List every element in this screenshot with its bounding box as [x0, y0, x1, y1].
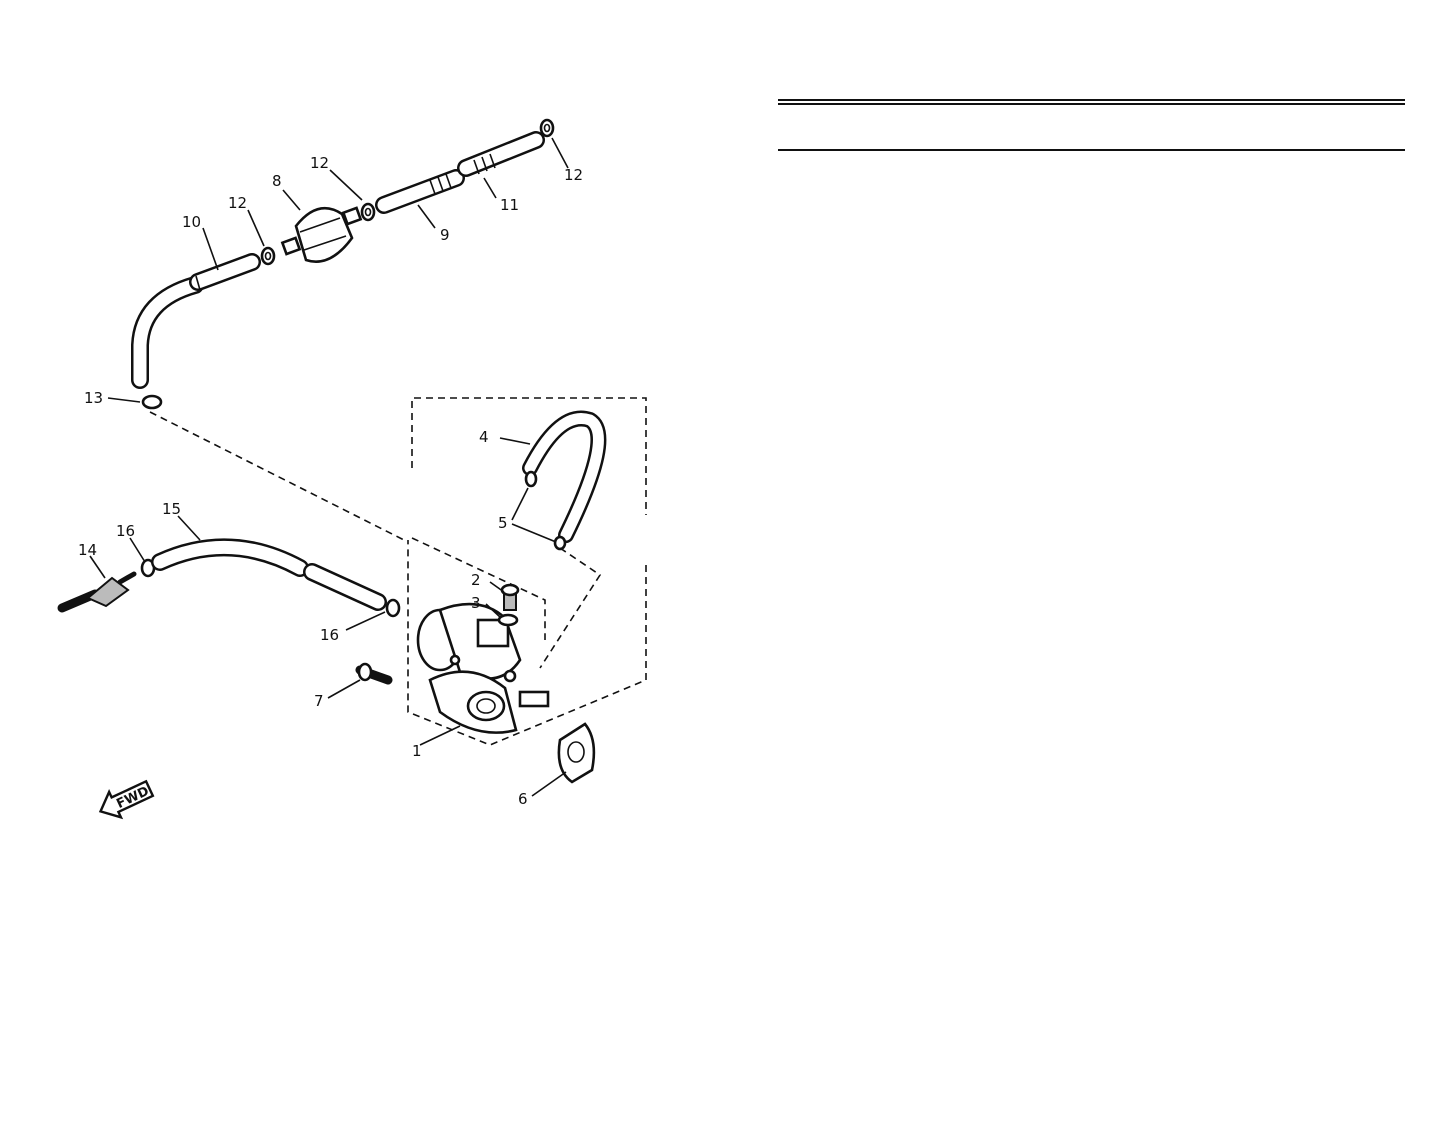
clip-12-left — [260, 246, 276, 266]
washer-3 — [497, 613, 519, 627]
clip-13 — [141, 394, 163, 410]
forward-arrow-icon: FWD — [98, 779, 155, 820]
callout-11: 11 — [500, 196, 519, 214]
carburetor-1 — [416, 602, 550, 734]
callout-leaders — [89, 137, 569, 797]
callout-5: 5 — [498, 514, 508, 532]
callout-6: 6 — [518, 790, 528, 808]
callout-16-upper: 16 — [116, 522, 135, 540]
hose-4 — [522, 410, 607, 543]
header-rule-top-2 — [778, 103, 1405, 105]
callout-12-left: 12 — [228, 194, 247, 212]
fuel-filter-8 — [280, 206, 363, 263]
header-rule-top-1 — [778, 99, 1405, 101]
hose-15 — [151, 538, 387, 611]
callout-10: 10 — [182, 213, 201, 231]
callout-13: 13 — [84, 389, 103, 407]
callout-4: 4 — [479, 428, 489, 446]
header-rule-bottom — [778, 149, 1405, 151]
clip-12-right — [539, 118, 555, 138]
callout-1: 1 — [412, 742, 422, 760]
clip-5-upper — [524, 470, 538, 488]
callout-7: 7 — [314, 692, 324, 710]
gasket-6 — [557, 722, 596, 784]
callout-2: 2 — [471, 571, 481, 589]
callout-12-right: 12 — [564, 166, 583, 184]
callout-14: 14 — [78, 541, 97, 559]
callout-15: 15 — [162, 500, 181, 518]
clip-5-lower — [553, 535, 567, 551]
callout-16-lower: 16 — [320, 626, 339, 644]
screw-2 — [500, 583, 520, 611]
fuel-cock-14 — [57, 571, 137, 613]
clip-12-middle — [360, 202, 376, 222]
callout-12-middle: 12 — [310, 154, 329, 172]
hose-10 — [131, 253, 261, 389]
callout-3: 3 — [471, 594, 481, 612]
hose-11 — [457, 131, 545, 177]
callout-9: 9 — [440, 226, 450, 244]
assembly-dash-lines — [149, 397, 647, 746]
callout-numbers: 1 2 3 4 5 6 7 8 9 10 11 12 12 12 13 14 1… — [78, 154, 583, 808]
callout-8: 8 — [272, 172, 282, 190]
hose-9 — [375, 169, 465, 214]
clip-16-right — [385, 598, 401, 618]
screw-7 — [355, 662, 393, 685]
